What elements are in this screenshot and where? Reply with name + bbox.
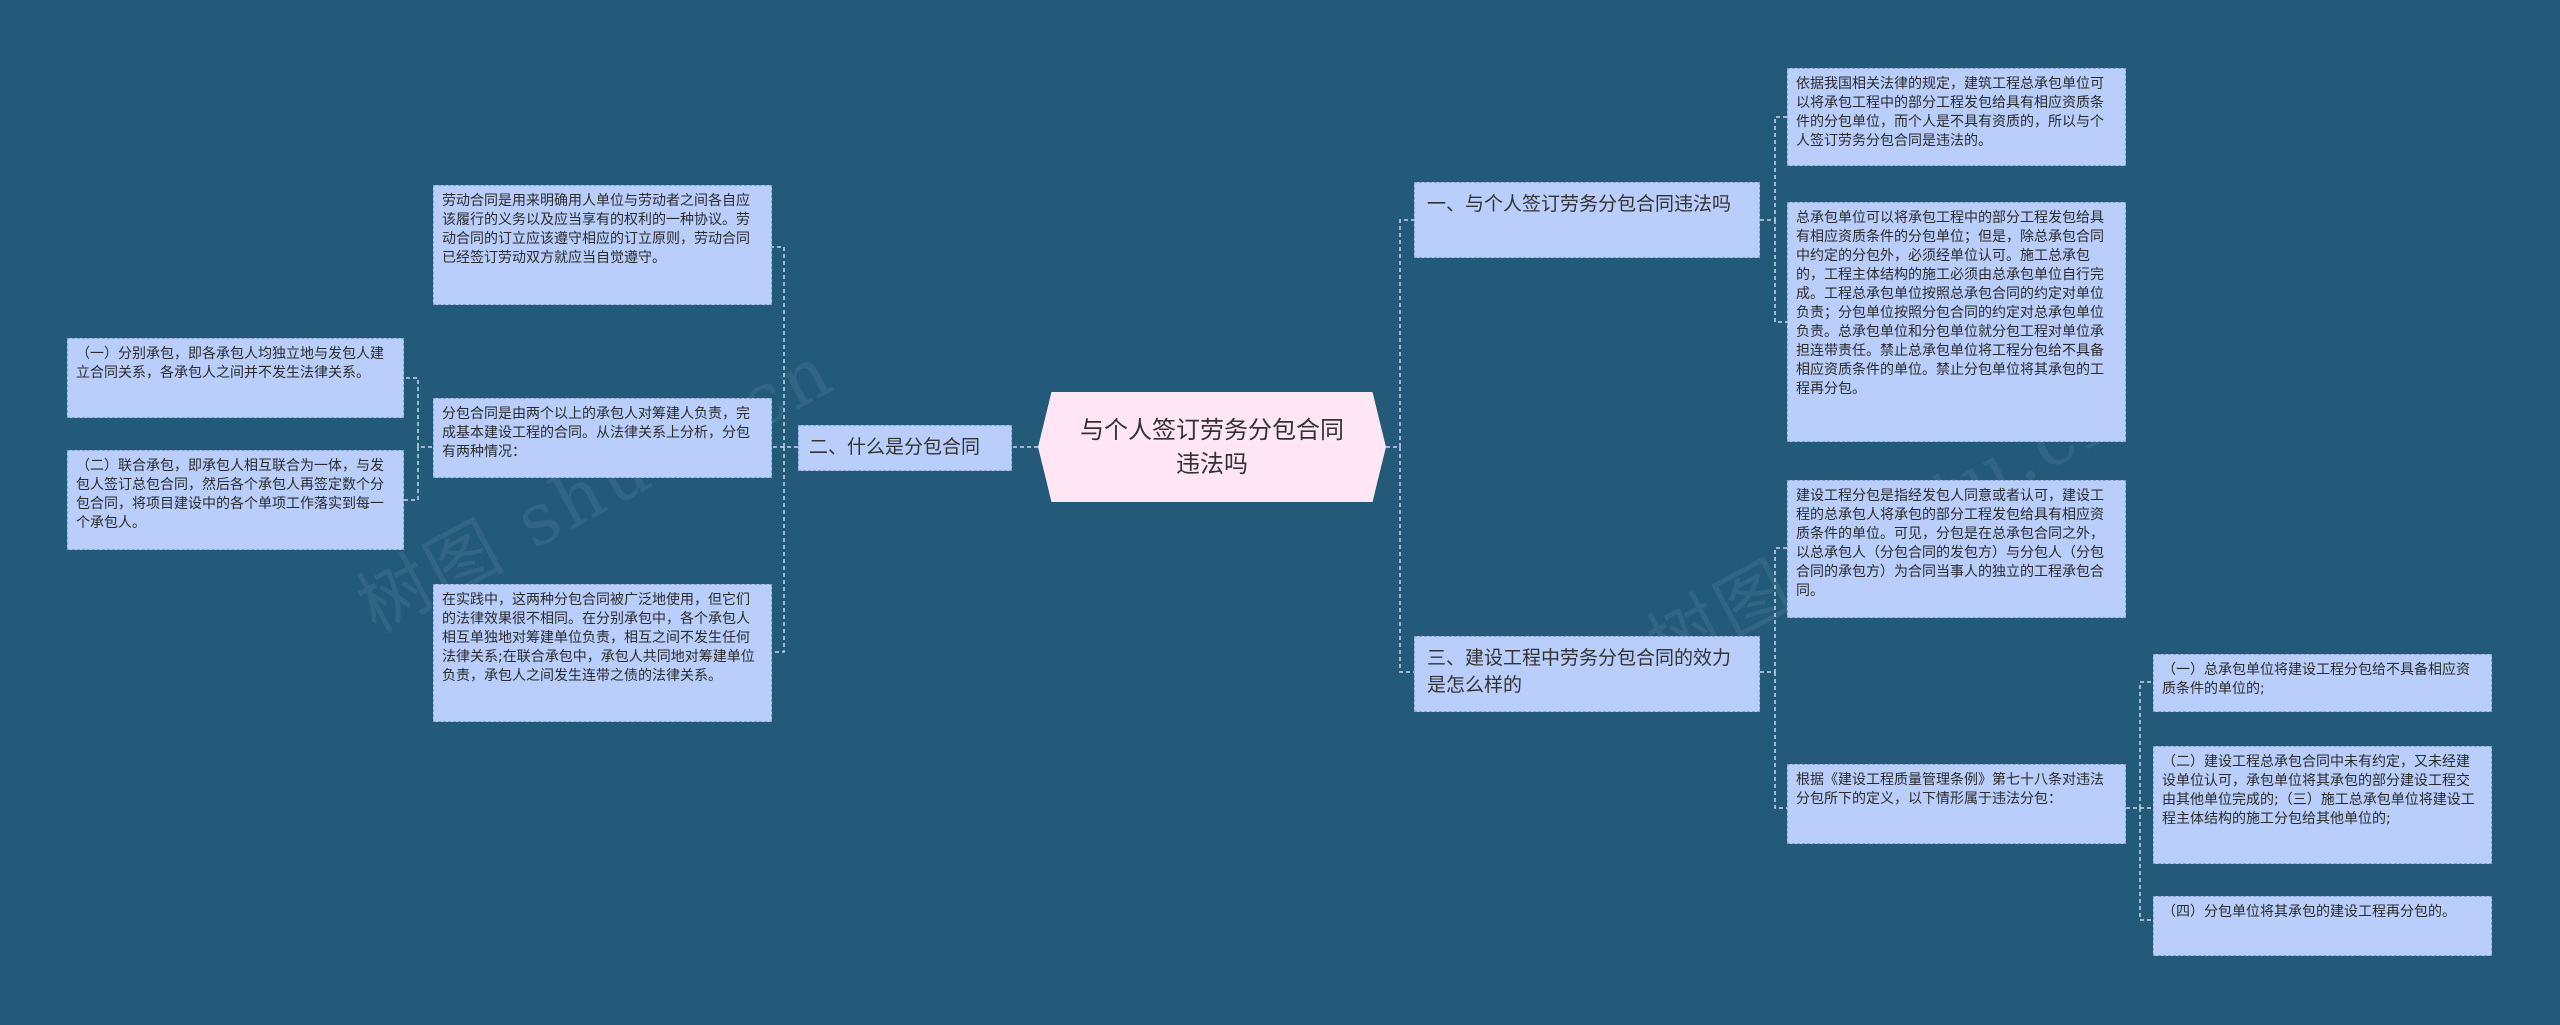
leaf-b1-1[interactable]: 依据我国相关法律的规定，建筑工程总承包单位可以将承包工程中的部分工程发包给具有相… bbox=[1787, 68, 2126, 166]
leaf-b2-1-text: 劳动合同是用来明确用人单位与劳动者之间各自应该履行的义务以及应当享有的权利的一种… bbox=[442, 193, 750, 266]
leaf-b3-2a[interactable]: （一）总承包单位将建设工程分包给不具备相应资质条件的单位的; bbox=[2153, 654, 2492, 712]
leaf-b2-2[interactable]: 分包合同是由两个以上的承包人对筹建人负责，完成基本建设工程的合同。从法律关系上分… bbox=[433, 398, 772, 478]
leaf-b2-2b[interactable]: （二）联合承包，即承包人相互联合为一体，与发包人签订总包合同，然后各个承包人再签… bbox=[67, 450, 404, 550]
leaf-b2-3-text: 在实践中，这两种分包合同被广泛地使用，但它们的法律效果很不相同。在分别承包中，各… bbox=[442, 592, 755, 684]
branch-3[interactable]: 三、建设工程中劳务分包合同的效力是怎么样的 bbox=[1414, 636, 1760, 712]
leaf-b3-2-text: 根据《建设工程质量管理条例》第七十八条对违法分包所下的定义，以下情形属于违法分包… bbox=[1796, 772, 2104, 807]
leaf-b1-2-text: 总承包单位可以将承包工程中的部分工程发包给具有相应资质条件的分包单位；但是，除总… bbox=[1796, 210, 2104, 397]
leaf-b3-1-text: 建设工程分包是指经发包人同意或者认可，建设工程的总承包人将承包的部分工程发包给具… bbox=[1796, 488, 2104, 599]
root-title: 与个人签订劳务分包合同违法吗 bbox=[1080, 416, 1344, 478]
leaf-b3-2b[interactable]: （二）建设工程总承包合同中未有约定，又未经建设单位认可，承包单位将其承包的部分建… bbox=[2153, 746, 2492, 864]
leaf-b1-2[interactable]: 总承包单位可以将承包工程中的部分工程发包给具有相应资质条件的分包单位；但是，除总… bbox=[1787, 202, 2126, 442]
leaf-b3-2[interactable]: 根据《建设工程质量管理条例》第七十八条对违法分包所下的定义，以下情形属于违法分包… bbox=[1787, 764, 2126, 844]
leaf-b3-1[interactable]: 建设工程分包是指经发包人同意或者认可，建设工程的总承包人将承包的部分工程发包给具… bbox=[1787, 480, 2126, 618]
leaf-b3-2a-text: （一）总承包单位将建设工程分包给不具备相应资质条件的单位的; bbox=[2162, 662, 2470, 697]
leaf-b2-2a-text: （一）分别承包，即各承包人均独立地与发包人建立合同关系，各承包人之间并不发生法律… bbox=[76, 346, 384, 381]
leaf-b2-1[interactable]: 劳动合同是用来明确用人单位与劳动者之间各自应该履行的义务以及应当享有的权利的一种… bbox=[433, 185, 772, 305]
branch-2[interactable]: 二、什么是分包合同 bbox=[798, 425, 1012, 471]
branch-1-label: 一、与个人签订劳务分包合同违法吗 bbox=[1427, 193, 1732, 215]
root-topic[interactable]: 与个人签订劳务分包合同违法吗 bbox=[1038, 392, 1386, 502]
leaf-b3-2c[interactable]: （四）分包单位将其承包的建设工程再分包的。 bbox=[2153, 896, 2492, 956]
leaf-b2-2b-text: （二）联合承包，即承包人相互联合为一体，与发包人签订总包合同，然后各个承包人再签… bbox=[76, 458, 384, 531]
branch-3-label: 三、建设工程中劳务分包合同的效力是怎么样的 bbox=[1427, 647, 1732, 696]
branch-1[interactable]: 一、与个人签订劳务分包合同违法吗 bbox=[1414, 182, 1760, 258]
branch-2-label: 二、什么是分包合同 bbox=[809, 436, 981, 458]
leaf-b3-2b-text: （二）建设工程总承包合同中未有约定，又未经建设单位认可，承包单位将其承包的部分建… bbox=[2162, 754, 2475, 827]
leaf-b2-3[interactable]: 在实践中，这两种分包合同被广泛地使用，但它们的法律效果很不相同。在分别承包中，各… bbox=[433, 584, 772, 722]
leaf-b3-2c-text: （四）分包单位将其承包的建设工程再分包的。 bbox=[2162, 904, 2456, 920]
leaf-b2-2-text: 分包合同是由两个以上的承包人对筹建人负责，完成基本建设工程的合同。从法律关系上分… bbox=[442, 406, 750, 460]
leaf-b2-2a[interactable]: （一）分别承包，即各承包人均独立地与发包人建立合同关系，各承包人之间并不发生法律… bbox=[67, 338, 404, 418]
leaf-b1-1-text: 依据我国相关法律的规定，建筑工程总承包单位可以将承包工程中的部分工程发包给具有相… bbox=[1796, 76, 2104, 149]
